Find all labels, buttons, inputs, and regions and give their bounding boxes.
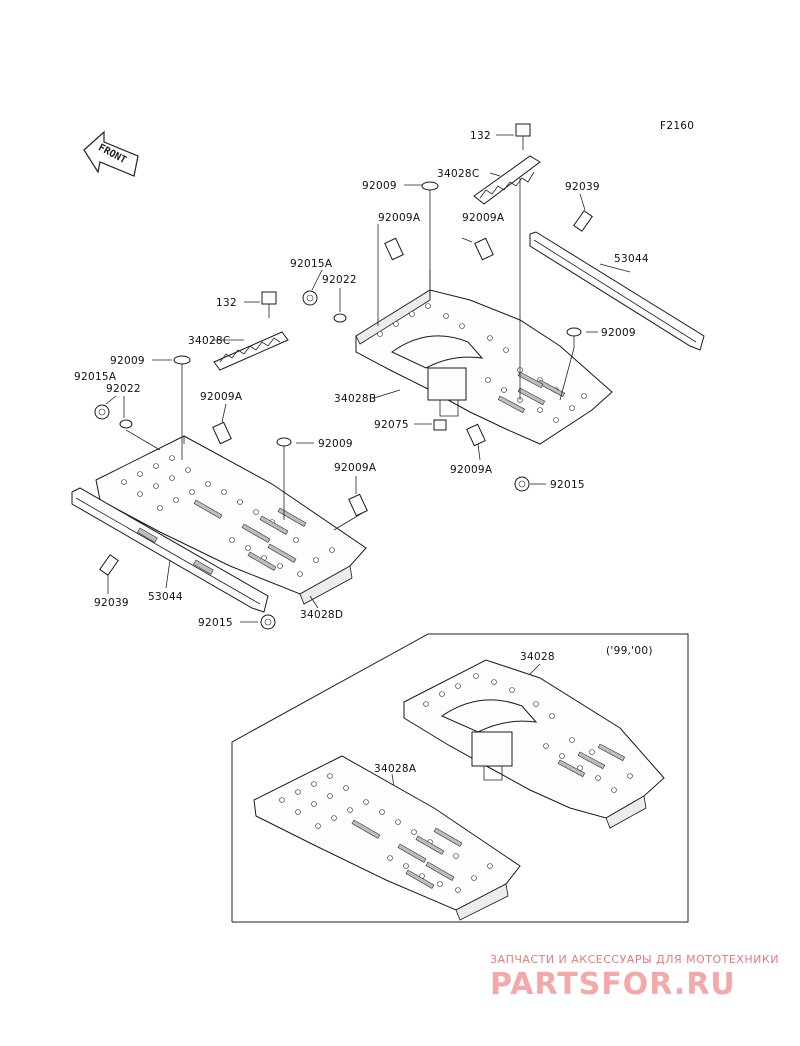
bolt-92009A-right-icon — [474, 237, 494, 261]
inset-note: ('99,'00) — [606, 645, 653, 657]
bracket-34028C-top — [473, 155, 541, 205]
bar-53044-left — [71, 487, 269, 613]
nut-92015-bottom-icon — [260, 614, 276, 630]
label-34028A: 34028A — [374, 763, 417, 775]
label-92075: 92075 — [374, 419, 409, 431]
label-92022-left: 92022 — [106, 383, 141, 395]
watermark-logo: PARTSFOR.RU — [490, 967, 736, 1002]
bolt-92009A-right-low-icon — [466, 423, 486, 447]
carrier-34028B-slots — [497, 371, 566, 414]
label-34028D: 34028D — [300, 609, 343, 621]
carrier-34028B-holes — [377, 303, 587, 423]
figure-code: F2160 — [660, 120, 694, 132]
pin-92039-left-icon — [99, 554, 119, 576]
bolt-132-top-icon — [515, 123, 531, 150]
label-34028B: 34028B — [334, 393, 376, 405]
watermark: ЗАПЧАСТИ И АКСЕССУАРЫ ДЛЯ МОТОТЕХНИКИ PA… — [490, 953, 779, 1002]
carrier-34028B — [355, 270, 613, 445]
label-92009-left: 92009 — [110, 355, 145, 367]
label-132-top: 132 — [470, 130, 491, 142]
bolt-92009A-left-icon — [384, 237, 404, 261]
leader-lines — [105, 134, 631, 801]
label-132-mid: 132 — [216, 297, 237, 309]
carrier-34028A-slots — [351, 819, 463, 889]
label-34028C-top: 34028C — [437, 168, 480, 180]
front-arrow-icon: FRONT — [83, 130, 139, 177]
label-34028: 34028 — [520, 651, 555, 663]
carrier-34028D-slots — [193, 499, 307, 571]
bar-53044-right — [529, 231, 705, 351]
label-34028C-mid: 34028C — [188, 335, 231, 347]
part-labels: 132 34028C 92009 92039 92009A 92009A 530… — [74, 130, 649, 775]
label-92015A-left: 92015A — [74, 371, 117, 383]
bolt-92009-left-icon — [173, 355, 191, 378]
carrier-34028D — [95, 435, 367, 605]
nut-92015A-mid-icon — [302, 290, 318, 306]
label-92009A-left-top: 92009A — [378, 212, 421, 224]
nut-92075-icon — [433, 419, 447, 431]
fasteners — [94, 123, 593, 630]
label-92009A-left: 92009A — [200, 391, 243, 403]
label-92009A-right-top: 92009A — [462, 212, 505, 224]
carrier-34028-holes — [423, 673, 633, 793]
washer-92022-mid-icon — [333, 313, 347, 323]
bolt-92009A-left-low-icon — [212, 421, 232, 445]
label-92015-right: 92015 — [550, 479, 585, 491]
carrier-34028A — [253, 755, 521, 921]
bolt-132-mid-icon — [261, 291, 277, 318]
bolt-92009-top-icon — [421, 181, 439, 204]
label-92009A-right-low: 92009A — [450, 464, 493, 476]
carrier-34028D-holes — [121, 455, 335, 577]
bolt-92009A-center-icon — [348, 493, 368, 517]
watermark-tagline: ЗАПЧАСТИ И АКСЕССУАРЫ ДЛЯ МОТОТЕХНИКИ — [490, 953, 779, 966]
label-92009-center: 92009 — [318, 438, 353, 450]
label-92039-left: 92039 — [94, 597, 129, 609]
carrier-34028 — [403, 659, 665, 829]
label-53044-left: 53044 — [148, 591, 183, 603]
label-92009A-center: 92009A — [334, 462, 377, 474]
washer-92022-left-icon — [119, 419, 133, 429]
inset-box: ('99,'00) — [231, 633, 689, 923]
label-92039-top: 92039 — [565, 181, 600, 193]
label-92022-mid: 92022 — [322, 274, 357, 286]
label-53044-right: 53044 — [614, 253, 649, 265]
carrier-34028-slots — [557, 743, 626, 778]
pin-92039-top-icon — [573, 210, 593, 232]
label-92015-bottom: 92015 — [198, 617, 233, 629]
bolt-92009-right-icon — [566, 327, 582, 348]
bolt-92009-center-icon — [276, 437, 292, 458]
nut-92015A-left-icon — [94, 404, 110, 420]
label-92009-top: 92009 — [362, 180, 397, 192]
nut-92015-right-icon — [514, 476, 530, 492]
label-92009-right-mid: 92009 — [601, 327, 636, 339]
bracket-34028C-mid — [213, 331, 289, 371]
carrier-34028A-holes — [279, 773, 493, 893]
label-92015A-mid: 92015A — [290, 258, 333, 270]
